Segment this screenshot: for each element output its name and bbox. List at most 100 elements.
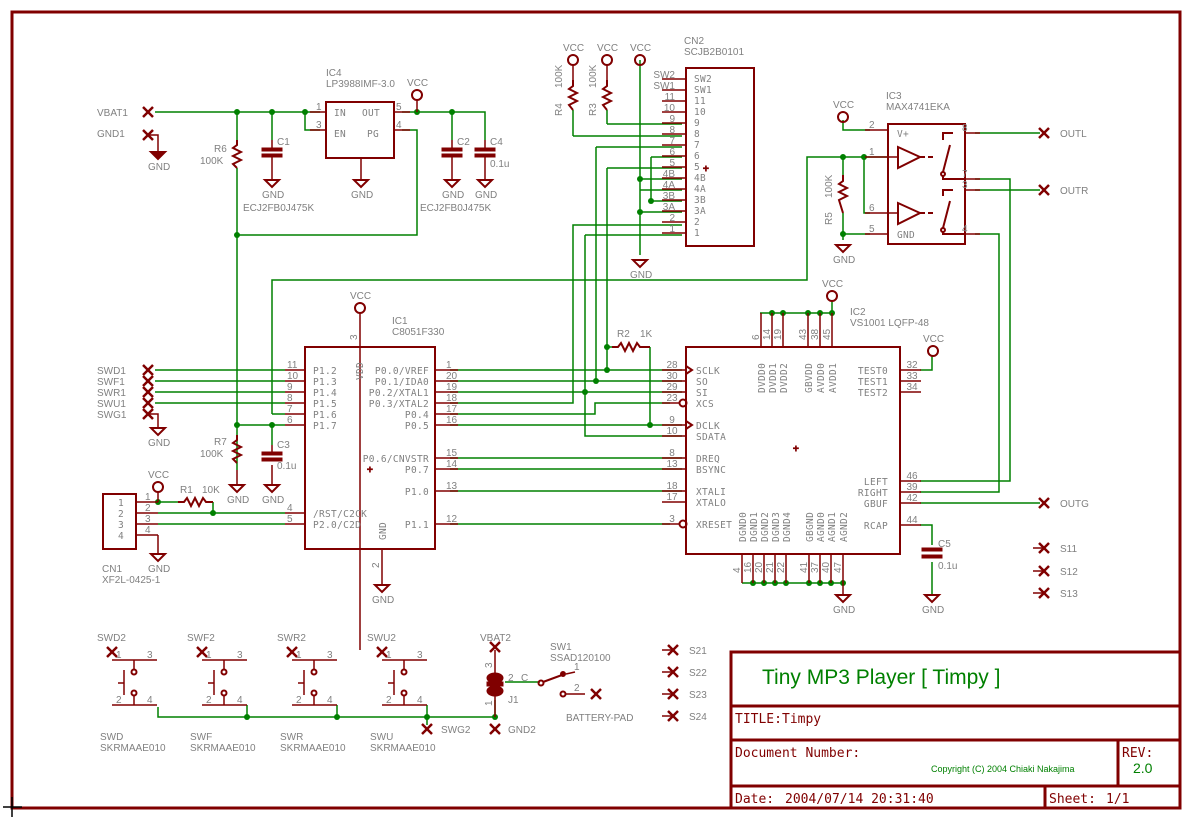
capacitor-c1[interactable]: C1 — [261, 137, 290, 168]
ic2-decoder[interactable]: IC2 VS1001 LQFP-48 + — [685, 307, 929, 555]
pad-outr[interactable]: OUTR — [1038, 184, 1088, 197]
vcc-symbols: VCC VCC VCC VCC VCC VCC VCC VCC VCC — [148, 43, 944, 650]
svg-text:DGND3: DGND3 — [771, 512, 782, 542]
svg-text:GND: GND — [897, 230, 915, 241]
svg-text:DREQ: DREQ — [696, 454, 720, 465]
svg-text:P2.0/C2D: P2.0/C2D — [313, 520, 361, 531]
sw1-power-switch[interactable]: 1 2 SW1 SSAD120100 — [537, 642, 612, 698]
pad-swu1[interactable]: SWU1 — [97, 397, 154, 410]
pad-s13[interactable]: S13 — [1033, 587, 1078, 600]
svg-text:LEFT: LEFT — [864, 477, 888, 488]
svg-text:3: 3 — [669, 514, 675, 525]
pad-swr1[interactable]: SWR1 — [97, 386, 154, 399]
ic1-mcu[interactable]: IC1 C8051F330 3 VDD GND 2 — [304, 316, 445, 585]
resistor-r5[interactable]: R5 100K — [824, 174, 850, 225]
capacitor-c4[interactable]: C4 0.1u — [474, 137, 509, 170]
capacitor-c5[interactable]: C5 0.1u — [921, 539, 957, 572]
pad-s12[interactable]: S12 — [1033, 565, 1078, 578]
j1-battery-connector[interactable]: 3 1 J1 2 C — [484, 650, 528, 717]
svg-text:+: + — [367, 465, 373, 476]
capacitor-c2[interactable]: C2 — [441, 137, 470, 168]
svg-text:13: 13 — [446, 481, 458, 492]
svg-text:GND: GND — [442, 190, 464, 201]
cn2-connector[interactable]: CN2 SCJB2B0101 — [684, 36, 755, 247]
rev-label: REV: — [1122, 746, 1153, 761]
ic3-audio-switch[interactable]: IC3 MAX4741EKA V+ GND 2 1 6 5 8 7 3 4 — [865, 91, 980, 245]
svg-text:1: 1 — [574, 662, 580, 673]
pad-s22[interactable]: S22 — [662, 666, 707, 679]
svg-text:34: 34 — [906, 382, 918, 393]
title-block: Tiny MP3 Player [ Timpy ] TITLE: Timpy D… — [729, 650, 1182, 810]
pad-outl[interactable]: OUTL — [1038, 127, 1087, 140]
junctions — [155, 109, 867, 720]
pad-outg[interactable]: OUTG — [1038, 497, 1089, 510]
resistor-r6[interactable]: R6 100K — [200, 140, 244, 169]
resistor-r3[interactable]: R3 100K — [588, 64, 614, 116]
svg-text:SW1: SW1 — [550, 642, 572, 653]
svg-text:7: 7 — [694, 140, 700, 151]
pad-swg1[interactable]: SWG1 — [97, 408, 154, 421]
svg-text:GND: GND — [351, 190, 373, 201]
svg-text:RIGHT: RIGHT — [858, 488, 888, 499]
resistor-r1[interactable]: R1 10K — [178, 485, 220, 509]
svg-text:100K: 100K — [200, 449, 224, 460]
svg-text:6: 6 — [751, 334, 762, 340]
pads: VBAT1GND1SWD1SWF1SWR1SWU1SWG1OUTLOUTROUT… — [97, 106, 1089, 736]
cn1-connector[interactable]: 1 2 3 4 1 2 3 4 CN1 XF2L-0425-1 — [102, 492, 161, 586]
svg-text:4B: 4B — [694, 173, 706, 184]
svg-text:6: 6 — [694, 151, 700, 162]
svg-text:8: 8 — [669, 125, 675, 136]
svg-text:P1.1: P1.1 — [405, 520, 429, 531]
pad-battery-pad[interactable]: BATTERY-PAD — [566, 688, 633, 724]
svg-text:MAX4741EKA: MAX4741EKA — [886, 102, 950, 113]
pad-gnd2[interactable]: GND2 — [489, 723, 536, 736]
pad-vbat1[interactable]: VBAT1 — [97, 106, 154, 119]
pad-s21[interactable]: S21 — [662, 644, 707, 657]
svg-text:1: 1 — [386, 650, 392, 661]
pad-s24[interactable]: S24 — [662, 710, 707, 723]
pad-swd2[interactable]: SWD2 — [97, 633, 126, 658]
svg-text:GBVDD: GBVDD — [804, 363, 815, 393]
pad-vbat2[interactable]: VBAT2 — [480, 633, 511, 653]
pad-swf1[interactable]: SWF1 — [97, 375, 154, 388]
pad-s11[interactable]: S11 — [1033, 542, 1077, 555]
resistor-r2[interactable]: R2 1K — [612, 329, 653, 354]
svg-text:SWD: SWD — [100, 732, 123, 743]
svg-text:4A: 4A — [663, 180, 676, 191]
ic4-regulator[interactable]: 1 5 3 4 IN OUT EN PG IC4 LP3988IMF-3.0 — [310, 68, 410, 180]
pad-s23[interactable]: S23 — [662, 688, 707, 701]
gnd-symbols: GND GND GND GND GND GND GND GND GND GND … — [148, 151, 944, 616]
resistor-r4[interactable]: R4 100K — [554, 64, 580, 116]
pad-swu2[interactable]: SWU2 — [367, 633, 396, 658]
svg-text:J1: J1 — [508, 695, 519, 706]
svg-text:4: 4 — [237, 695, 243, 706]
svg-text:4: 4 — [147, 695, 153, 706]
resistor-r7[interactable]: R7 100K — [200, 435, 244, 464]
pad-swg2[interactable]: SWG2 — [421, 723, 471, 736]
pad-gnd1[interactable]: GND1 — [97, 129, 154, 141]
svg-text:2: 2 — [371, 562, 382, 568]
pad-swr2[interactable]: SWR2 — [277, 633, 306, 658]
svg-text:AVDD1: AVDD1 — [828, 363, 839, 393]
capacitor-c3[interactable]: C3 0.1u — [261, 440, 296, 472]
svg-text:3B: 3B — [663, 191, 676, 202]
svg-text:S23: S23 — [689, 690, 707, 701]
pad-swd1[interactable]: SWD1 — [97, 364, 154, 377]
pad-swf2[interactable]: SWF2 — [187, 633, 215, 658]
